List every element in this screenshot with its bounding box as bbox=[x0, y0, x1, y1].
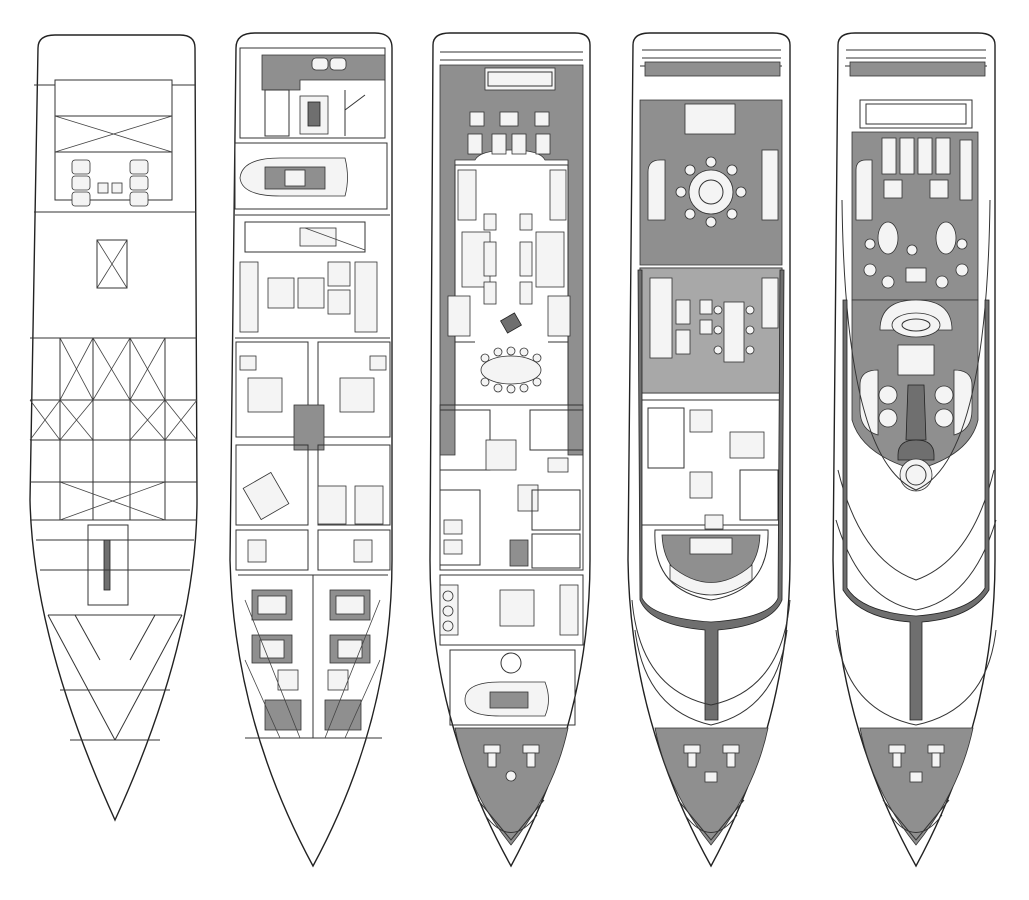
deck-plan-lower-deck bbox=[229, 32, 393, 868]
dining-table bbox=[480, 346, 542, 394]
guest-cabins bbox=[235, 341, 391, 571]
deck-plan-sun-deck bbox=[832, 32, 997, 868]
bow-deck bbox=[454, 727, 569, 846]
bow-deck bbox=[859, 727, 974, 846]
engine-room bbox=[238, 574, 388, 739]
bow-deck bbox=[654, 727, 769, 846]
hull-outline bbox=[29, 34, 198, 822]
tank-grid bbox=[29, 337, 198, 521]
engine-block bbox=[71, 159, 149, 207]
deck-plan-main-deck bbox=[429, 32, 591, 868]
deck-plan-upper-deck bbox=[627, 32, 791, 868]
deck-plan-tank-top bbox=[29, 34, 198, 822]
round-dining-table bbox=[675, 156, 747, 228]
